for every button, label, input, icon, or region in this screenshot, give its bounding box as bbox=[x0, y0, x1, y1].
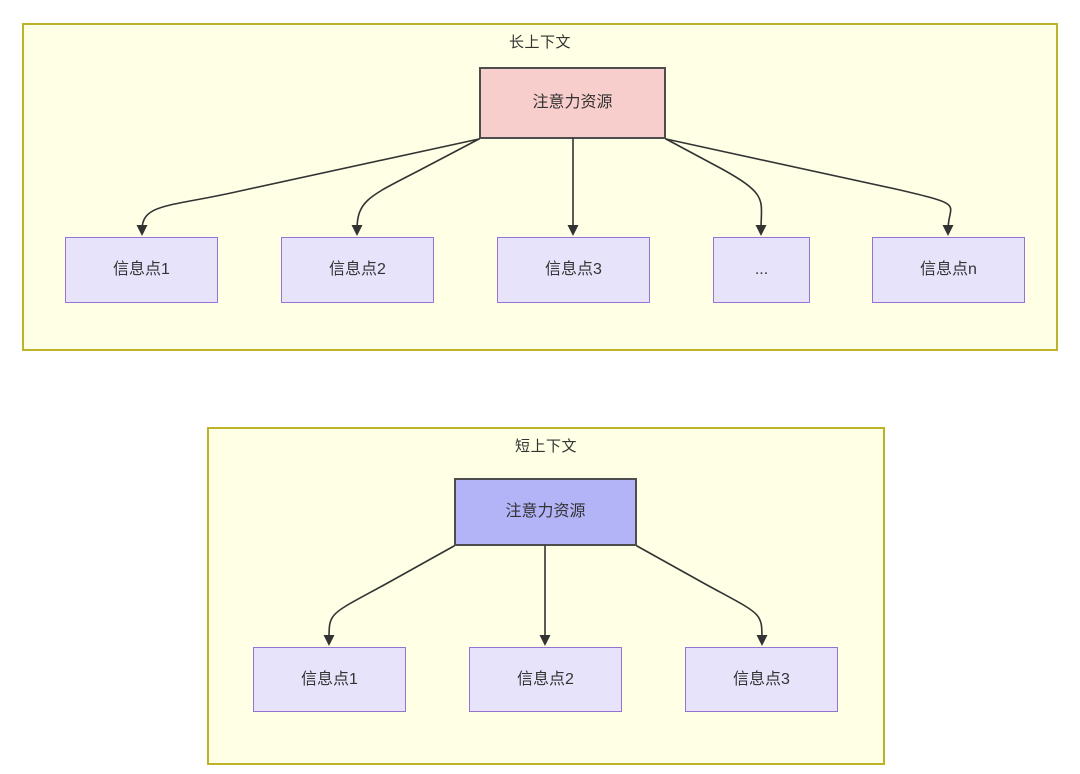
long-context-attention-node[interactable]: 注意力资源 bbox=[479, 67, 666, 139]
long-context-info-label-n: 信息点n bbox=[920, 261, 977, 278]
long-context-info-label-1: 信息点1 bbox=[113, 261, 170, 278]
short-context-attention-node[interactable]: 注意力资源 bbox=[454, 478, 637, 546]
long-context-info-label-2: 信息点2 bbox=[329, 261, 386, 278]
short-context-info-node-1[interactable]: 信息点1 bbox=[253, 647, 406, 712]
short-context-info-label-1: 信息点1 bbox=[301, 670, 358, 688]
long-context-info-node-1[interactable]: 信息点1 bbox=[65, 237, 218, 303]
long-context-info-label-ellipsis: ... bbox=[754, 261, 769, 278]
short-context-attention-label: 注意力资源 bbox=[505, 503, 586, 520]
long-context-info-label-3: 信息点3 bbox=[545, 261, 602, 278]
long-context-info-node-3[interactable]: 信息点3 bbox=[497, 237, 650, 303]
long-context-info-node-ellipsis[interactable]: ... bbox=[713, 237, 810, 303]
long-context-attention-label: 注意力资源 bbox=[532, 94, 613, 111]
short-context-info-node-2[interactable]: 信息点2 bbox=[469, 647, 622, 712]
short-context-title: 短上下文 bbox=[514, 438, 577, 455]
long-context-info-node-2[interactable]: 信息点2 bbox=[281, 237, 434, 303]
short-context-info-label-3: 信息点3 bbox=[733, 670, 790, 688]
long-context-info-node-n[interactable]: 信息点n bbox=[872, 237, 1025, 303]
short-context-info-label-2: 信息点2 bbox=[517, 670, 574, 688]
short-context-info-node-3[interactable]: 信息点3 bbox=[685, 647, 838, 712]
long-context-title: 长上下文 bbox=[508, 34, 571, 51]
